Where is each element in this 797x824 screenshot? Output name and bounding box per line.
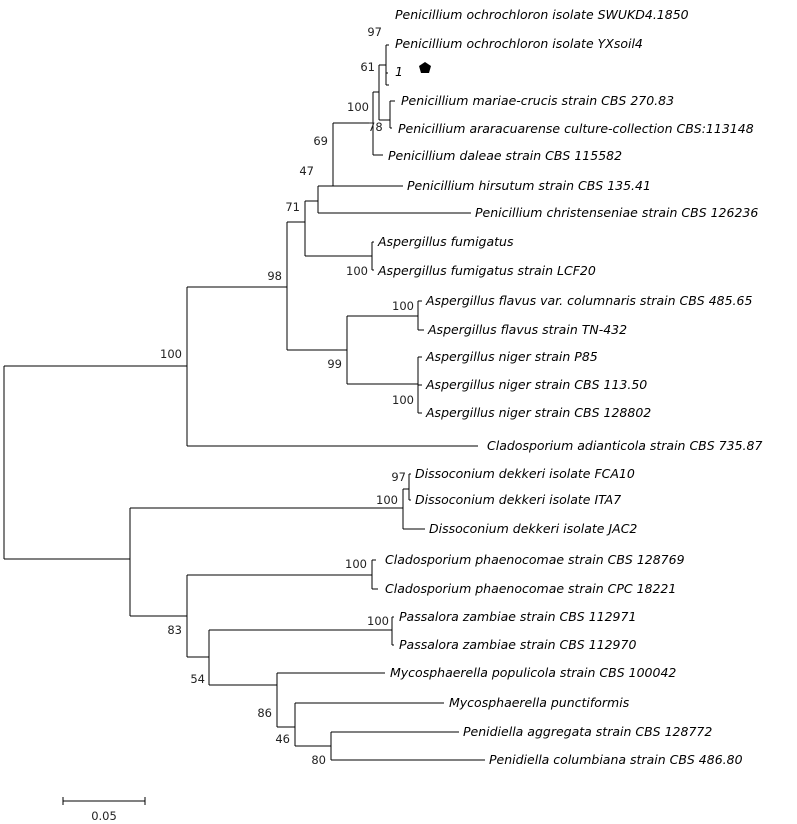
bootstrap-value: 100 [346,264,368,278]
taxon-label: Aspergillus flavus var. columnaris strai… [425,293,752,308]
taxon-label: Dissoconium dekkeri isolate JAC2 [429,521,637,536]
taxon-label: Aspergillus flavus strain TN-432 [427,322,627,337]
taxon-label: Dissoconium dekkeri isolate ITA7 [415,492,621,507]
taxon-label: Penicillium araracuarense culture-collec… [398,121,754,136]
bootstrap-value: 78 [368,120,383,134]
taxon-label: Aspergillus fumigatus [377,234,514,249]
bootstrap-value: 61 [360,60,375,74]
taxon-label: Penicillium daleae strain CBS 115582 [388,148,622,163]
taxon-label: Aspergillus niger strain CBS 113.50 [425,377,647,392]
taxon-label: Penicillium ochrochloron isolate SWUKD4.… [395,7,689,22]
taxon-label: Passalora zambiae strain CBS 112971 [399,609,636,624]
taxon-label: Aspergillus fumigatus strain LCF20 [377,263,596,278]
bootstrap-value: 46 [275,732,290,746]
bootstrap-value: 71 [285,200,300,214]
bootstrap-value: 80 [311,753,326,767]
pentagon-marker-icon [419,62,431,73]
taxon-label: Mycosphaerella populicola strain CBS 100… [390,665,676,680]
bootstrap-value: 100 [392,299,414,313]
taxon-label: Mycosphaerella punctiformis [449,695,630,710]
taxon-label: Penicillium mariae-crucis strain CBS 270… [401,93,674,108]
bootstrap-value: 83 [167,623,182,637]
taxon-label: Penicillium christenseniae strain CBS 12… [475,205,758,220]
bootstrap-value: 54 [190,672,205,686]
bootstrap-value: 69 [313,134,328,148]
taxon-label: Dissoconium dekkeri isolate FCA10 [415,466,635,481]
taxon-label: Penicillium ochrochloron isolate YXsoil4 [395,36,643,51]
taxon-label: Penicillium hirsutum strain CBS 135.41 [407,178,651,193]
scale-bar-label: 0.05 [91,809,117,823]
bootstrap-value: 97 [367,25,382,39]
tree-branches [3,44,485,761]
bootstrap-value: 100 [347,100,369,114]
taxon-label: Penidiella aggregata strain CBS 128772 [463,724,712,739]
taxon-label: Cladosporium phaenocomae strain CPC 1822… [385,581,676,596]
bootstrap-value: 100 [367,614,389,628]
bootstrap-value: 47 [299,164,314,178]
bootstrap-value: 99 [327,357,342,371]
bootstrap-value: 97 [391,470,406,484]
taxon-label: 1 [395,64,403,79]
bootstrap-value: 100 [376,493,398,507]
bootstrap-value: 100 [392,393,414,407]
taxon-label: Passalora zambiae strain CBS 112970 [399,637,636,652]
bootstrap-value: 86 [257,706,272,720]
bootstrap-value: 100 [345,557,367,571]
bootstrap-value: 100 [160,347,182,361]
taxon-label: Cladosporium phaenocomae strain CBS 1287… [385,552,685,567]
taxon-label: Aspergillus niger strain P85 [425,349,598,364]
taxon-label: Cladosporium adianticola strain CBS 735.… [487,438,762,453]
taxon-label: Aspergillus niger strain CBS 128802 [425,405,651,420]
taxon-label: Penidiella columbiana strain CBS 486.80 [489,752,743,767]
bootstrap-value: 98 [267,269,282,283]
taxon-labels: Penicillium ochrochloron isolate SWUKD4.… [377,7,762,767]
bootstrap-values: 97 61 100 78 69 47 71 100 98 100 99 100 … [160,25,414,767]
scale-bar: 0.05 [62,797,146,823]
